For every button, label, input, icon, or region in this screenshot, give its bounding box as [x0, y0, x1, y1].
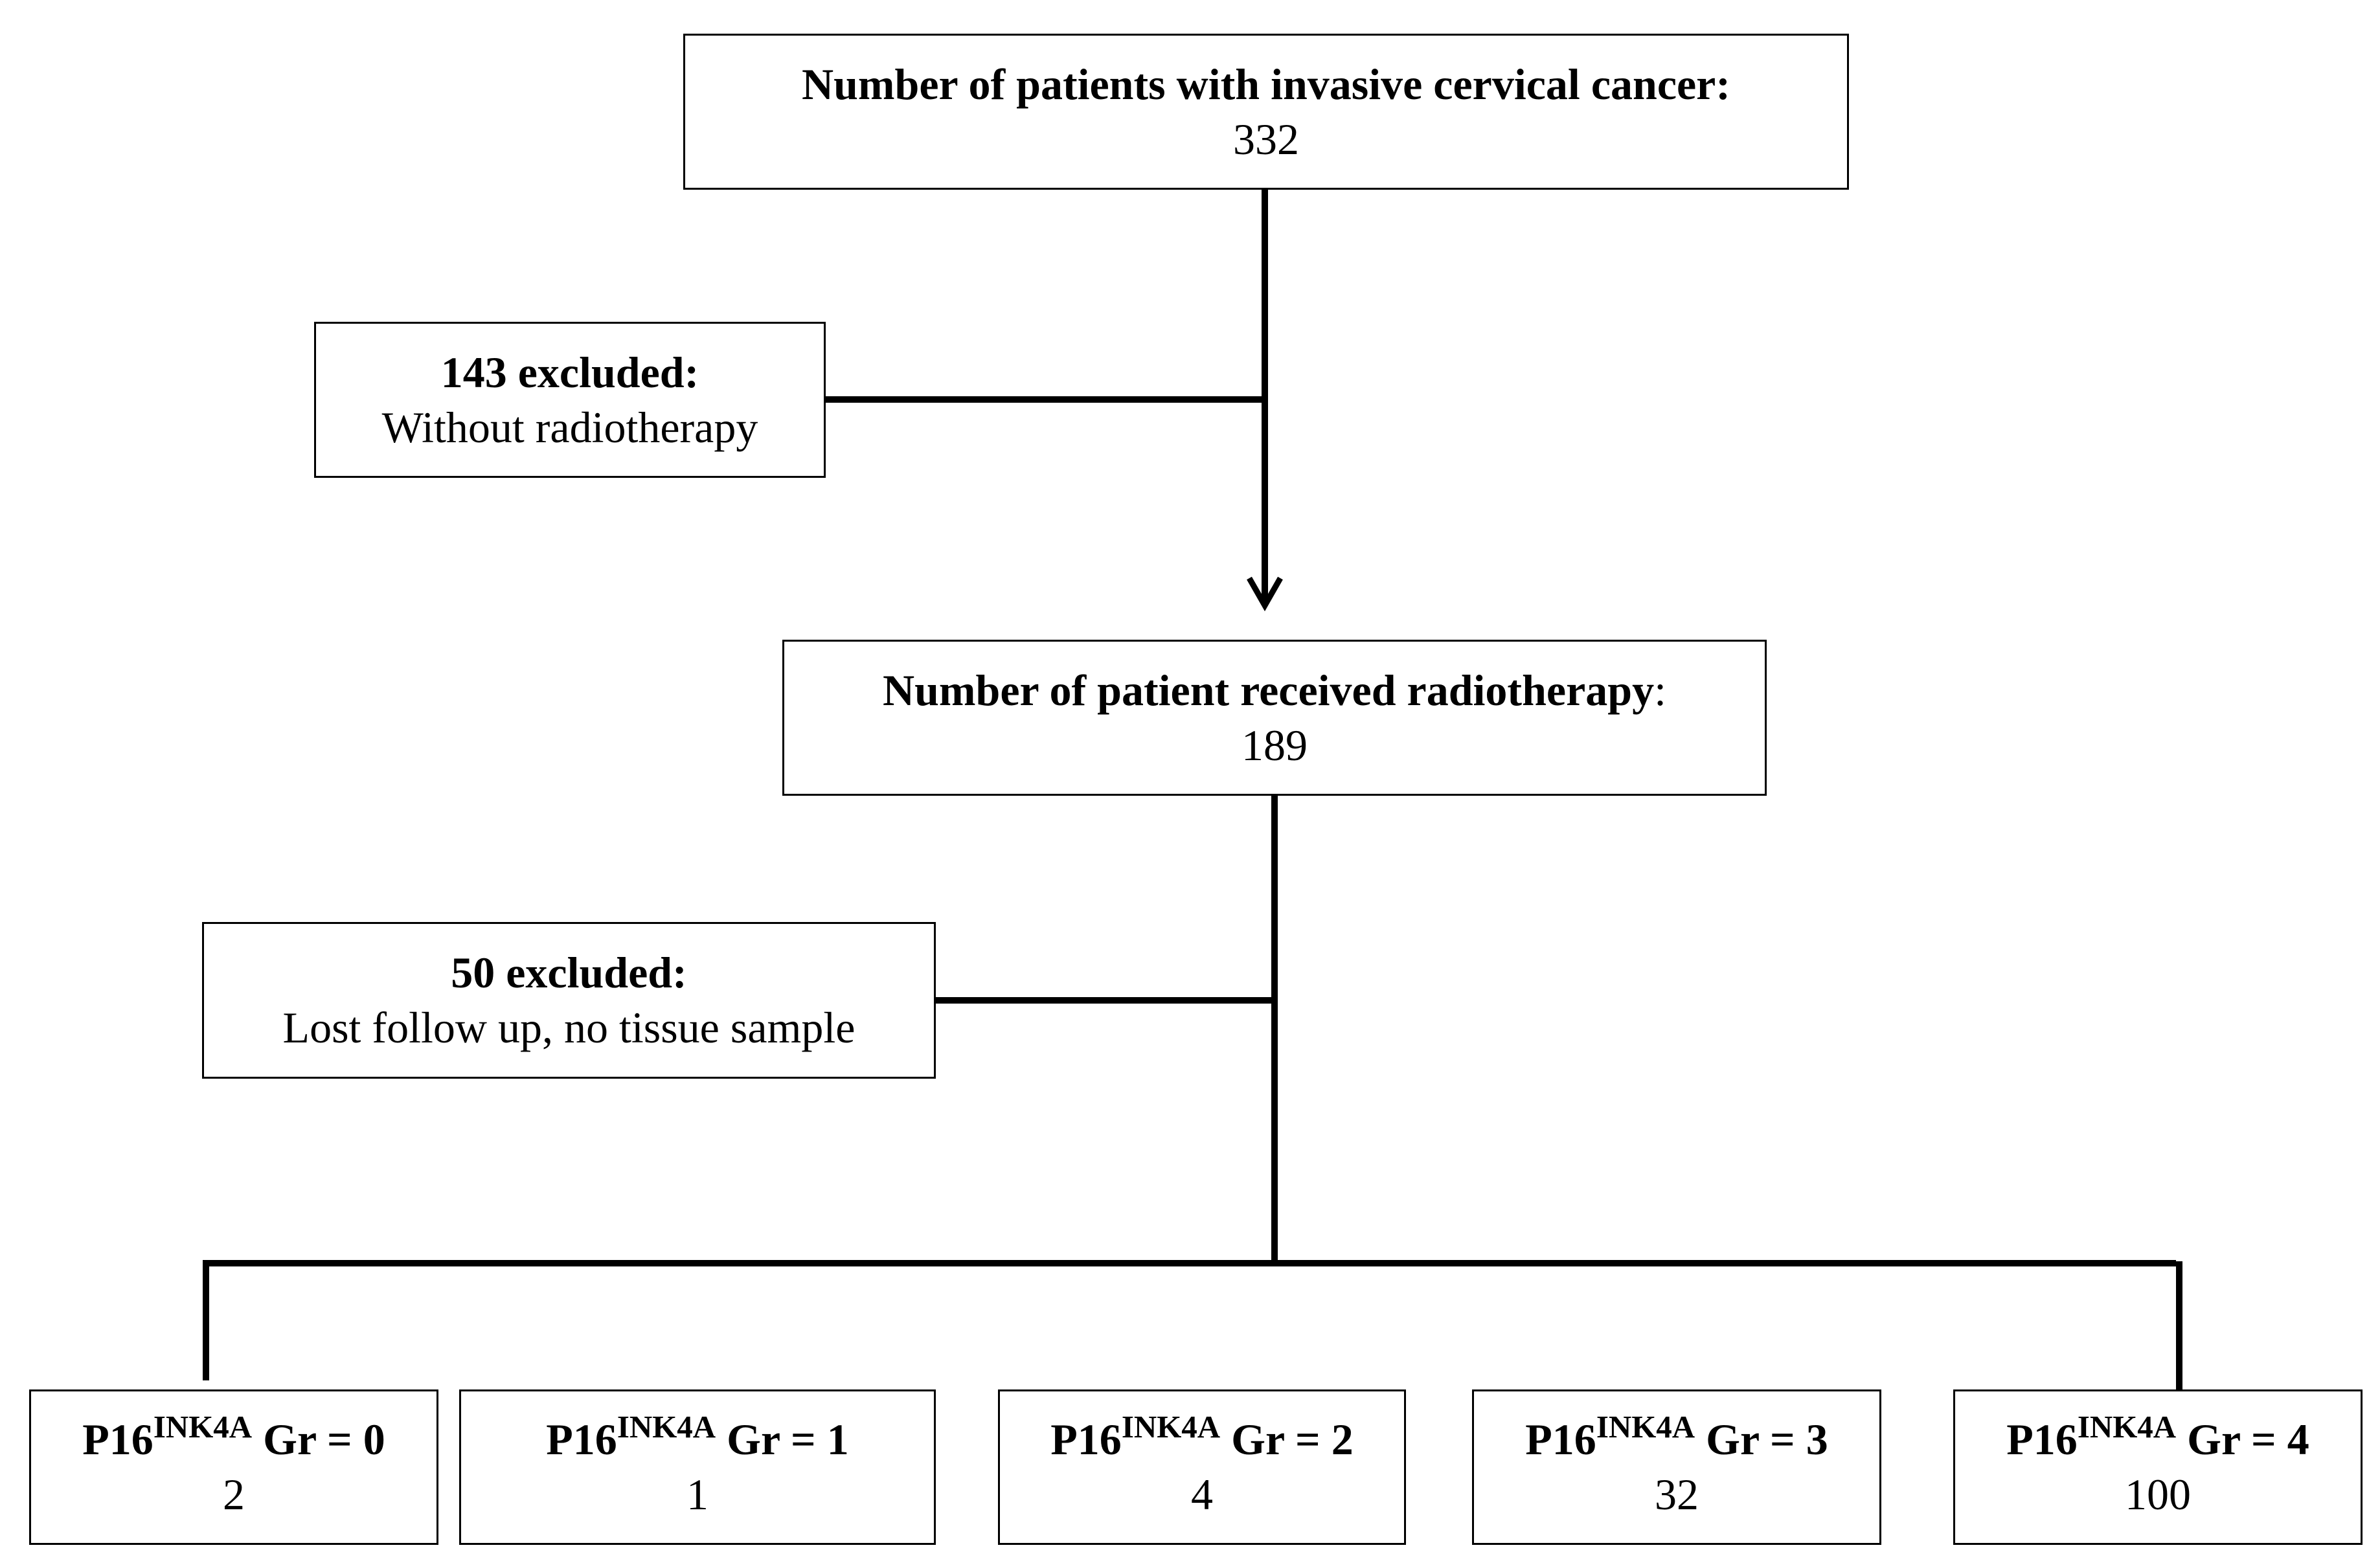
grade-superscript: INK4A [1596, 1408, 1695, 1445]
excluded1-label: 143 excluded: [440, 347, 699, 397]
radiotherapy-heading: Number of patient received radiotherapy: [883, 663, 1666, 718]
grade-text: Gr = 0 [252, 1415, 385, 1464]
grade-label: P16INK4A Gr = 4 [2006, 1408, 2309, 1467]
grade-label: P16INK4A Gr = 0 [82, 1408, 385, 1467]
grade-value: 4 [1191, 1470, 1213, 1519]
total-patients-value: 332 [1233, 114, 1299, 164]
grade-box-4: P16INK4A Gr = 4 100 [1953, 1389, 2363, 1545]
grade-superscript: INK4A [153, 1408, 253, 1445]
grade-prefix: P16 [1525, 1415, 1596, 1464]
total-patients-label: Number of patients with invasive cervica… [801, 59, 1731, 109]
grade-superscript: INK4A [2077, 1408, 2177, 1445]
radiotherapy-value: 189 [1241, 720, 1308, 770]
grade-prefix: P16 [546, 1415, 617, 1464]
grade-value: 1 [686, 1470, 708, 1519]
grade-value: 2 [223, 1470, 245, 1519]
excluded1-reason: Without radiotherapy [381, 402, 758, 452]
grade-label: P16INK4A Gr = 1 [546, 1408, 849, 1467]
total-patients-box: Number of patients with invasive cervica… [683, 34, 1849, 190]
grade-box-0: P16INK4A Gr = 0 2 [29, 1389, 438, 1545]
grade-superscript: INK4A [1121, 1408, 1221, 1445]
grade-prefix: P16 [82, 1415, 153, 1464]
excluded2-label: 50 excluded: [451, 948, 687, 997]
grade-text: Gr = 3 [1695, 1415, 1828, 1464]
grade-text: Gr = 2 [1220, 1415, 1354, 1464]
grade-superscript: INK4A [617, 1408, 716, 1445]
grade-text: Gr = 4 [2176, 1415, 2309, 1464]
grade-box-2: P16INK4A Gr = 2 4 [998, 1389, 1406, 1545]
radiotherapy-colon: : [1654, 665, 1666, 715]
grade-label: P16INK4A Gr = 3 [1525, 1408, 1828, 1467]
grade-label: P16INK4A Gr = 2 [1050, 1408, 1354, 1467]
radiotherapy-label: Number of patient received radiotherapy [882, 665, 1655, 715]
grade-value: 100 [2125, 1470, 2191, 1519]
grade-text: Gr = 1 [716, 1415, 849, 1464]
radiotherapy-patients-box: Number of patient received radiotherapy:… [782, 640, 1767, 796]
excluded-without-radiotherapy-box: 143 excluded: Without radiotherapy [314, 322, 826, 478]
grade-box-1: P16INK4A Gr = 1 1 [459, 1389, 936, 1545]
grade-value: 32 [1655, 1470, 1699, 1519]
grade-prefix: P16 [2006, 1415, 2078, 1464]
excluded-lost-follow-up-box: 50 excluded: Lost follow up, no tissue s… [202, 922, 936, 1079]
grade-prefix: P16 [1050, 1415, 1122, 1464]
grade-box-3: P16INK4A Gr = 3 32 [1472, 1389, 1881, 1545]
excluded2-reason: Lost follow up, no tissue sample [282, 1003, 856, 1052]
arrow-head [1247, 576, 1283, 612]
